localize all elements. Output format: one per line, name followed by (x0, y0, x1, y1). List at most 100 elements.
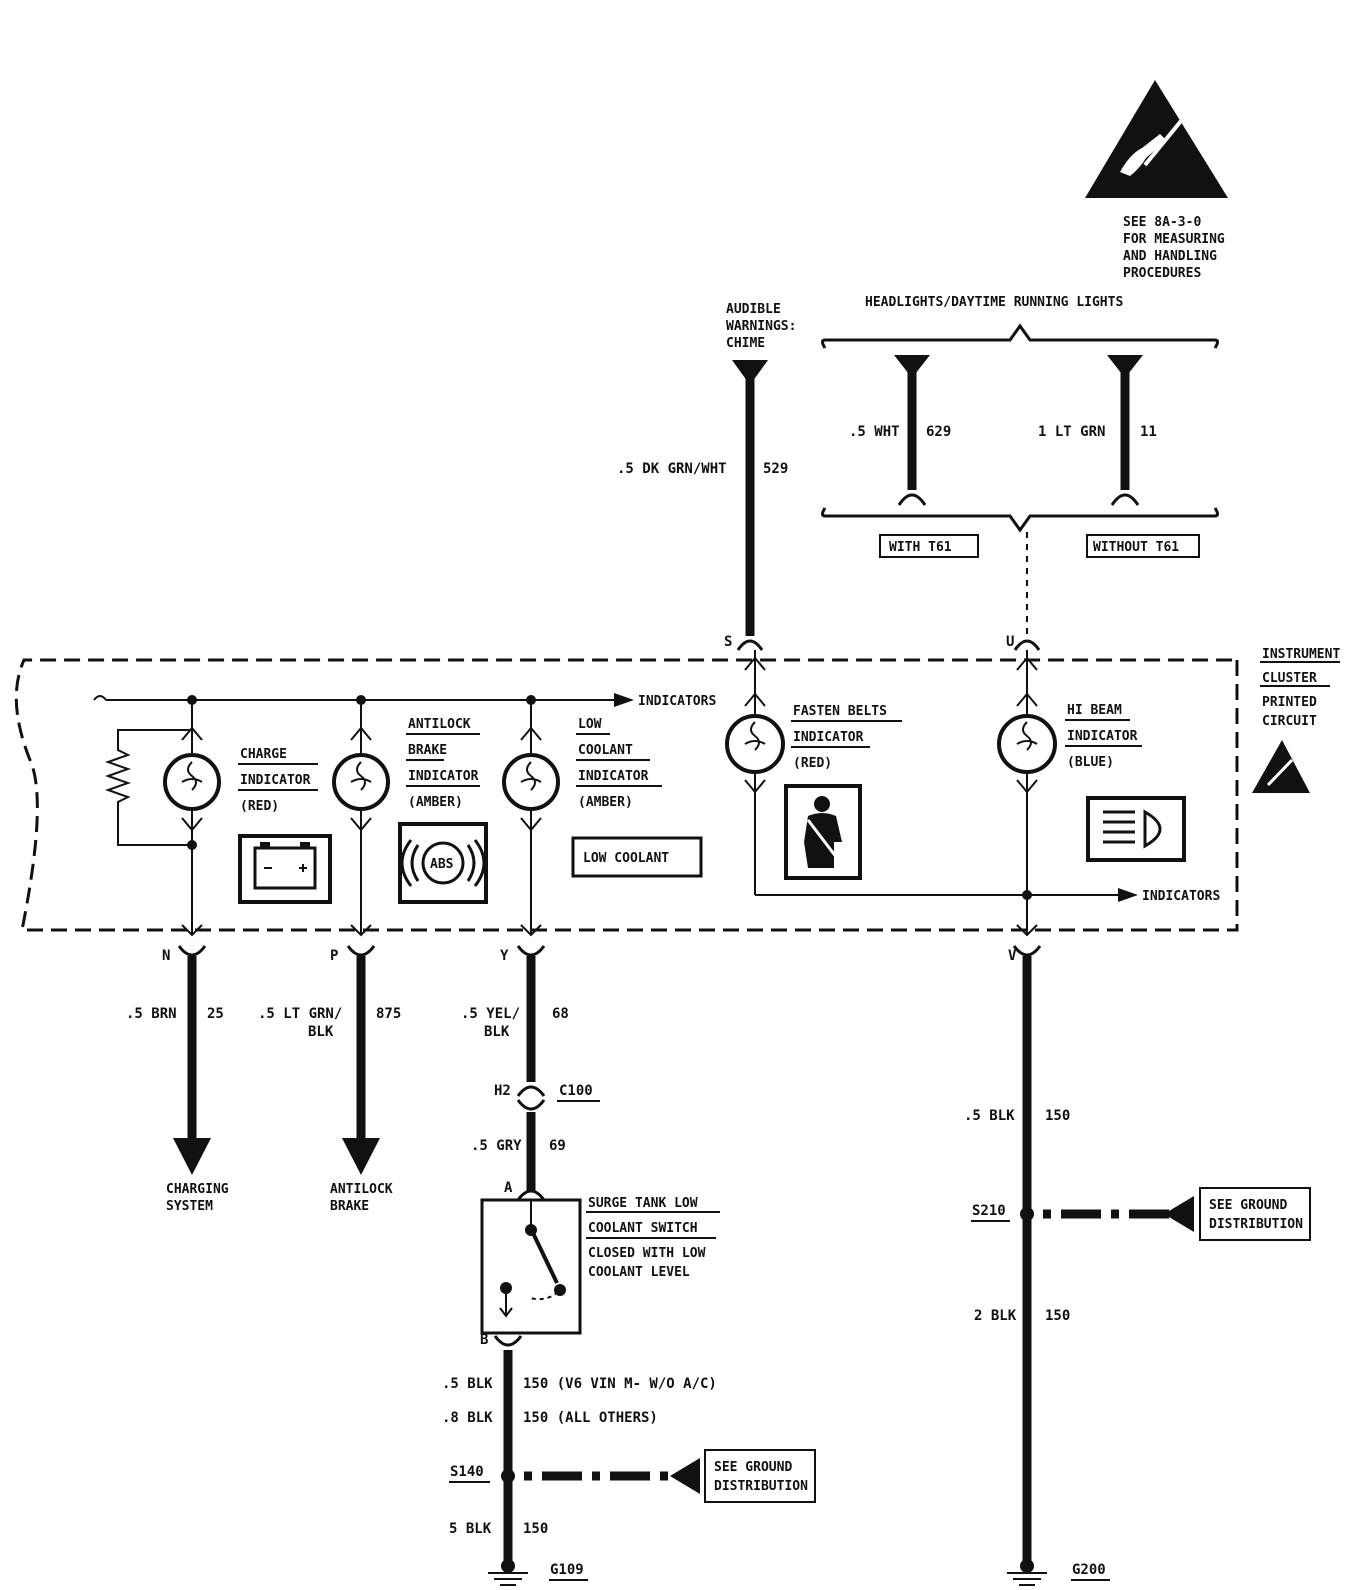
coolant-wire-gauge-2: BLK (484, 1024, 510, 1040)
headlights-brace-top (821, 323, 1219, 349)
pin-n: N (162, 948, 170, 964)
coolant-wire-circuit: 68 (552, 1006, 569, 1022)
without-t61-box (1086, 534, 1200, 558)
cluster-esd-icon (1252, 740, 1310, 793)
charge-wire-gauge: .5 BRN (126, 1006, 177, 1022)
with-t61-gauge: .5 WHT (849, 424, 900, 440)
instrument-cluster-border (14, 658, 1239, 932)
with-t61-label: WITH T61 (889, 540, 952, 555)
audible-label-3: CHIME (726, 336, 765, 351)
abs-label-3: INDICATOR (408, 769, 479, 784)
hi-beam-icon (1086, 796, 1186, 862)
c100-label: C100 (559, 1083, 593, 1099)
cluster-label-1: INSTRUMENT (1262, 647, 1340, 662)
s210-see-ground-2: DISTRIBUTION (1209, 1217, 1303, 1232)
abs-label-1: ANTILOCK (408, 717, 471, 732)
indicators-label-top: INDICATORS (638, 694, 716, 709)
pin-a: A (504, 1180, 513, 1196)
with-t61-circuit: 629 (926, 424, 951, 440)
coolant-wire-gauge-1: .5 YEL/ (461, 1006, 520, 1022)
charging-system-1: CHARGING (166, 1182, 229, 1197)
others-wire-circuit: 150 (ALL OTHERS) (523, 1410, 658, 1426)
s140-see-ground-2: DISTRIBUTION (714, 1479, 808, 1494)
g200-label: G200 (1072, 1562, 1106, 1578)
pin-h2: H2 (494, 1083, 511, 1099)
g109-wire-gauge: 5 BLK (449, 1521, 492, 1537)
switch-label-2: COOLANT SWITCH (588, 1221, 698, 1236)
without-t61-label: WITHOUT T61 (1093, 540, 1179, 555)
s140-ground-arrow-icon (670, 1458, 700, 1494)
cluster-label-4: CIRCUIT (1262, 714, 1317, 729)
hb2-wire-gauge: 2 BLK (974, 1308, 1017, 1324)
battery-icon (238, 834, 332, 904)
pin-p: P (330, 948, 338, 964)
charge-indicator (104, 700, 221, 935)
g109-label: G109 (550, 1562, 584, 1578)
belt-label-2: INDICATOR (793, 730, 864, 745)
low-coolant-box-label: LOW COOLANT (583, 851, 669, 866)
abs-label-4: (AMBER) (408, 795, 463, 810)
g109-ground-icon (488, 1559, 528, 1586)
esd-note-line-3: AND HANDLING (1123, 249, 1217, 264)
s210-ground-arrow-icon (1164, 1196, 1194, 1232)
hibeam-label-2: INDICATOR (1067, 729, 1138, 744)
hb1-wire-circuit: 150 (1045, 1108, 1070, 1124)
chime-wire-circuit: 529 (763, 461, 788, 477)
v6-wire-gauge: .5 BLK (442, 1376, 493, 1392)
surge-tank-switch (480, 1198, 582, 1335)
cluster-label-2: CLUSTER (1262, 671, 1317, 686)
headlights-title: HEADLIGHTS/DAYTIME RUNNING LIGHTS (865, 295, 1123, 310)
gry-wire-circuit: 69 (549, 1138, 566, 1154)
bus-arrow-icon (614, 693, 634, 707)
indicators-label-bottom: INDICATORS (1142, 889, 1220, 904)
esd-note-line-2: FOR MEASURING (1123, 232, 1225, 247)
g109-wire-circuit: 150 (523, 1521, 548, 1537)
hb2-wire-circuit: 150 (1045, 1308, 1070, 1324)
cluster-label-3: PRINTED (1262, 695, 1317, 710)
s140-splice (501, 1469, 515, 1483)
s210-splice (1020, 1207, 1034, 1221)
belt-label-3: (RED) (793, 756, 832, 771)
v6-wire-circuit: 150 (V6 VIN M- W/O A/C) (523, 1376, 717, 1392)
charge-label-3: (RED) (240, 799, 279, 814)
low-coolant-indicator (502, 700, 560, 935)
chime-arrow-icon (732, 360, 768, 385)
coolant-label-1: LOW (578, 717, 602, 732)
others-wire-gauge: .8 BLK (442, 1410, 493, 1426)
switch-label-4: COOLANT LEVEL (588, 1265, 690, 1280)
charge-label-1: CHARGE (240, 747, 287, 762)
without-t61-arrow-icon (1107, 355, 1143, 378)
abs-wire-gauge-2: BLK (308, 1024, 334, 1040)
esd-warning-icon (1085, 80, 1228, 198)
charging-arrow-icon (173, 1138, 211, 1175)
pin-y: Y (500, 948, 509, 964)
s140-see-ground-1: SEE GROUND (714, 1460, 792, 1475)
gry-wire-gauge: .5 GRY (471, 1138, 522, 1154)
abs-wire-gauge-1: .5 LT GRN/ (258, 1006, 342, 1022)
svg-text:ABS: ABS (430, 857, 454, 872)
charge-resistor (104, 729, 192, 846)
audible-label-1: AUDIBLE (726, 302, 781, 317)
charge-wire-circuit: 25 (207, 1006, 224, 1022)
g200-ground-icon (1007, 1559, 1047, 1586)
esd-note-line-4: PROCEDURES (1123, 266, 1201, 281)
headlights-brace-bottom (821, 507, 1219, 533)
audible-label-2: WARNINGS: (726, 319, 796, 334)
abs-icon: ABS (398, 822, 488, 904)
antilock-arrow-icon (342, 1138, 380, 1175)
coolant-label-2: COOLANT (578, 743, 633, 758)
coolant-label-4: (AMBER) (578, 795, 633, 810)
antilock-brake-1: ANTILOCK (330, 1182, 393, 1197)
charge-label-2: INDICATOR (240, 773, 311, 788)
fasten-belts-indicator (725, 650, 785, 895)
without-t61-circuit: 11 (1140, 424, 1157, 440)
s140-label: S140 (450, 1464, 484, 1480)
pin-u: U (1006, 634, 1014, 650)
c100-connector (516, 1085, 546, 1097)
pin-b: B (480, 1332, 488, 1348)
pin-v: V (1008, 948, 1017, 964)
seatbelt-icon (784, 784, 862, 880)
with-t61-box (879, 534, 979, 558)
hb1-wire-gauge: .5 BLK (964, 1108, 1015, 1124)
antilock-brake-2: BRAKE (330, 1199, 369, 1214)
